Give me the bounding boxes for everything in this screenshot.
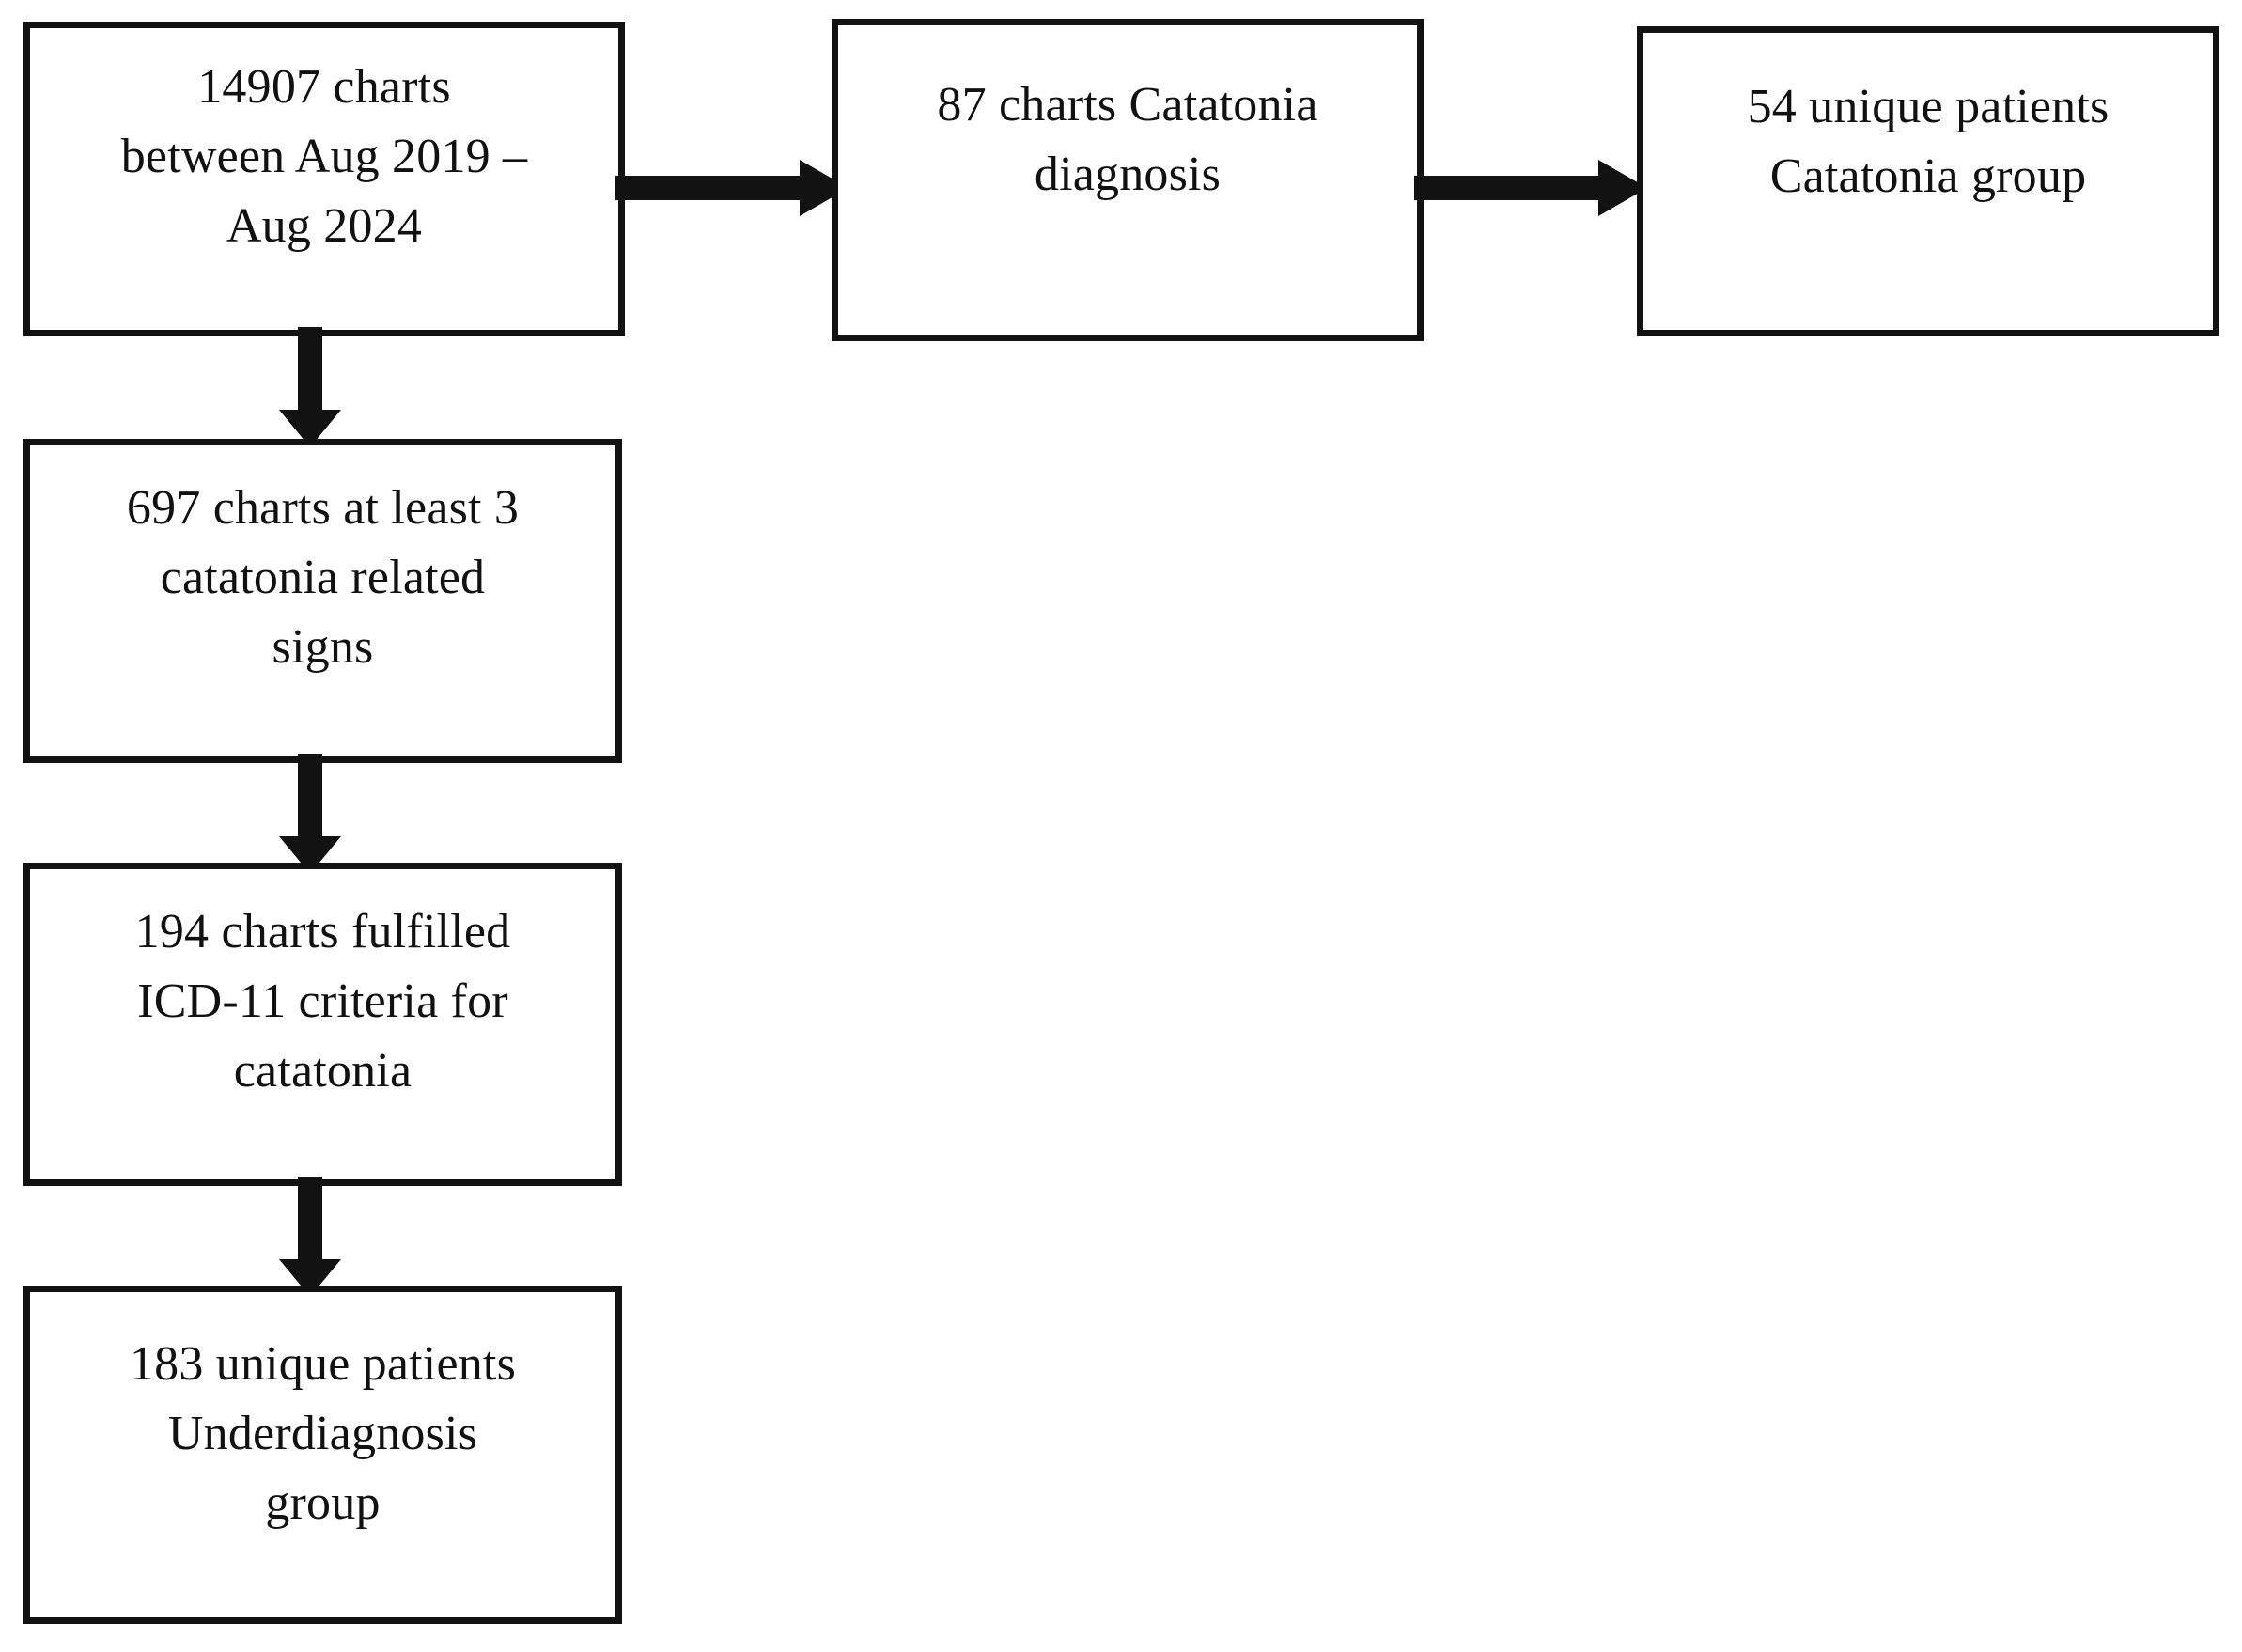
arrow-signs-to-icd11 [277, 754, 343, 876]
arrow-diagnosed-to-catatonia-group [1414, 160, 1649, 216]
flow-node-catatonia-diagnosis-charts-label: 87 charts Catatonia diagnosis [937, 78, 1318, 201]
flow-node-catatonia-group-label: 54 unique patients Catatonia group [1747, 80, 2110, 203]
flow-node-source-charts: 14907 charts between Aug 2019 – Aug 2024 [23, 22, 625, 336]
flow-node-catatonia-group: 54 unique patients Catatonia group [1637, 26, 2219, 336]
arrow-source-to-diagnosed [615, 160, 850, 216]
flow-node-icd11-criteria: 194 charts fulfilled ICD-11 criteria for… [23, 863, 622, 1186]
flow-node-catatonia-related-signs-label: 697 charts at least 3 catatonia related … [126, 481, 520, 674]
flow-node-catatonia-related-signs: 697 charts at least 3 catatonia related … [23, 439, 622, 763]
flow-node-catatonia-diagnosis-charts: 87 charts Catatonia diagnosis [832, 19, 1424, 341]
flow-node-icd11-criteria-label: 194 charts fulfilled ICD-11 criteria for… [134, 905, 511, 1098]
flow-node-underdiagnosis-group-label: 183 unique patients Underdiagnosis group [129, 1337, 517, 1530]
flow-node-source-charts-label: 14907 charts between Aug 2019 – Aug 2024 [120, 60, 528, 253]
arrow-icd11-to-underdiagnosis [277, 1177, 343, 1299]
flow-node-underdiagnosis-group: 183 unique patients Underdiagnosis group [23, 1286, 622, 1624]
arrow-source-to-signs [277, 327, 343, 449]
